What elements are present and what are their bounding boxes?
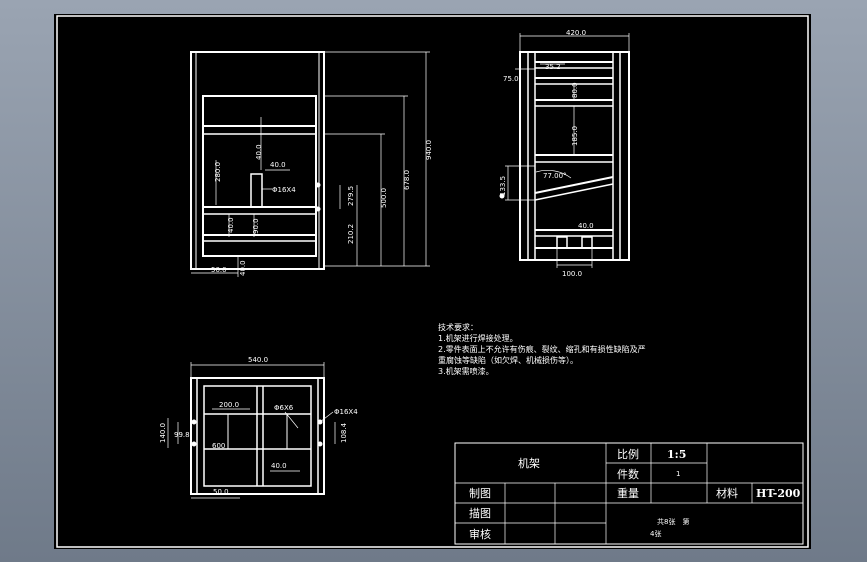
top-hole-1 xyxy=(191,419,197,425)
sheets-text: 共8张 第 xyxy=(657,517,689,526)
dim-40-v: 40.0 xyxy=(255,144,263,160)
top-hole-4 xyxy=(317,441,323,447)
side-inclined-bar xyxy=(534,176,614,194)
top-view[interactable]: 540.0 200.0 600 40.0 50.0 140.0 99.8 108… xyxy=(159,356,358,499)
scale-label: 比例 xyxy=(617,447,639,461)
side-view[interactable]: 420.0 35.2 75.0 80.0 185.0 133.5 77.00° … xyxy=(499,29,630,278)
dim-75: 75.0 xyxy=(503,75,519,83)
front-bracket xyxy=(250,173,263,208)
sheet-border xyxy=(56,15,809,548)
front-hole-2 xyxy=(315,206,321,212)
dim-40-side: 40.0 xyxy=(578,222,594,230)
dim-279: 279.5 xyxy=(347,186,355,206)
tech-line-2: 2.零件表面上不允许有伤痕、裂纹、缩孔和有损性缺陷及严 xyxy=(438,344,646,354)
front-outer-frame xyxy=(190,51,325,270)
title-block[interactable]: 机架 比例 1:5 件数 1 制图 重量 材料 HT-200 描图 审核 共8张… xyxy=(454,442,804,545)
dim-100: 100.0 xyxy=(562,270,582,278)
dim-210: 210.2 xyxy=(347,224,355,244)
side-outer-frame xyxy=(519,51,630,261)
dim-90: 90.0 xyxy=(252,218,260,234)
dim-phi16-top: Φ16X4 xyxy=(334,408,358,416)
technical-requirements: 技术要求： 1.机架进行焊接处理。 2.零件表面上不允许有伤痕、裂纹、缩孔和有损… xyxy=(438,322,646,376)
tech-line-3: 重腐蚀等缺陷（如欠焊、机械损伤等）。 xyxy=(438,355,578,365)
scale-value: 1:5 xyxy=(667,448,686,461)
count-value: 1 xyxy=(676,470,680,478)
draw-label: 制图 xyxy=(469,487,491,500)
part-name: 机架 xyxy=(518,456,540,470)
tech-line-4: 3.机架需喷漆。 xyxy=(438,366,494,376)
tech-line-1: 1.机架进行焊接处理。 xyxy=(438,333,518,343)
dim-108: 108.4 xyxy=(340,422,348,443)
side-foot-1 xyxy=(556,236,568,249)
dim-40-top: 40.0 xyxy=(271,462,287,470)
dim-678: 678.0 xyxy=(403,170,411,190)
dim-133: 133.5 xyxy=(499,176,507,196)
dim-80: 80.0 xyxy=(571,82,579,98)
dim-540: 540.0 xyxy=(248,356,268,364)
dim-200: 200.0 xyxy=(219,401,239,409)
dim-140: 140.0 xyxy=(159,423,167,443)
dim-50-top: 50.0 xyxy=(213,488,229,496)
dim-185: 185.0 xyxy=(571,126,579,146)
front-inner-frame xyxy=(202,95,317,257)
dim-940: 940.0 xyxy=(425,140,433,160)
top-hole-2 xyxy=(191,441,197,447)
top-outer-frame xyxy=(190,377,325,495)
front-hole-1 xyxy=(315,182,321,188)
dim-50: 50.0 xyxy=(211,266,227,274)
dim-40-low: 40.0 xyxy=(227,217,235,233)
trace-label: 描图 xyxy=(469,506,491,520)
dim-600: 600 xyxy=(212,442,225,450)
material-label: 材料 xyxy=(716,486,738,500)
count-label: 件数 xyxy=(617,468,639,481)
tech-title: 技术要求： xyxy=(438,322,478,332)
weight-label: 重量 xyxy=(617,486,639,500)
side-foot-2 xyxy=(581,236,593,249)
dim-99: 99.8 xyxy=(174,431,190,439)
material-value: HT-200 xyxy=(756,487,801,500)
side-hole xyxy=(499,193,505,199)
dim-420: 420.0 xyxy=(566,29,586,37)
dim-angle: 77.00° xyxy=(543,172,567,180)
dim-500: 500.0 xyxy=(380,188,388,208)
sheet-no: 4张 xyxy=(650,529,661,538)
dim-35: 35.2 xyxy=(545,63,561,71)
review-label: 审核 xyxy=(469,527,491,541)
dim-280: 280.0 xyxy=(214,162,222,182)
dim-40-base: 40.0 xyxy=(239,260,247,276)
front-view[interactable]: 940.0 678.0 500.0 279.5 210.2 280.0 40.0… xyxy=(190,51,433,277)
dim-phi6: Φ6X6 xyxy=(274,404,294,412)
dim-40-h: 40.0 xyxy=(270,161,286,169)
drawing-sheet xyxy=(54,14,811,549)
dim-phi16: Φ16X4 xyxy=(272,186,296,194)
